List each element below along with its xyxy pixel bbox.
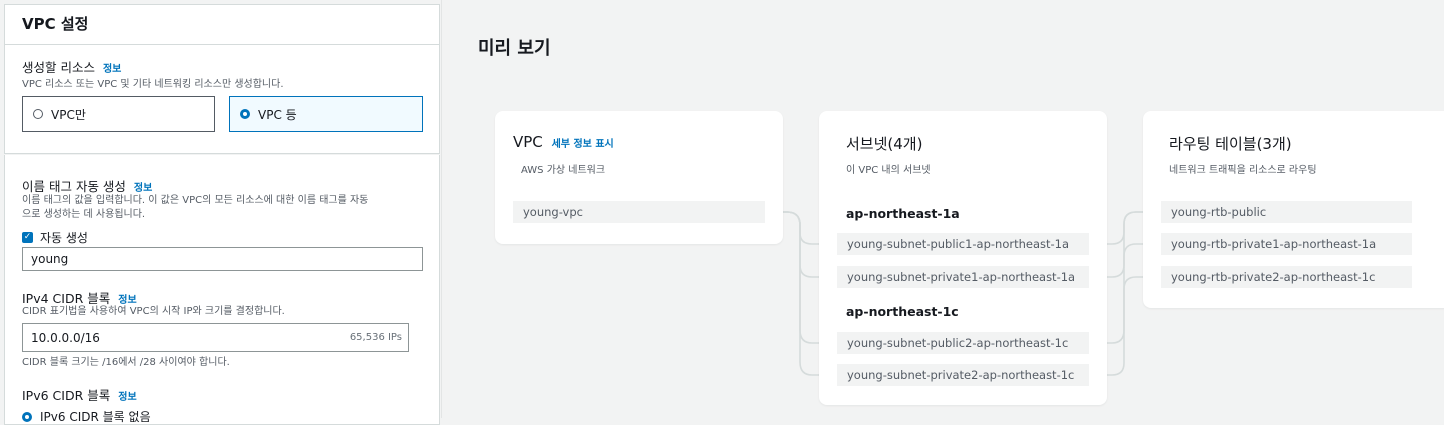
vpc-settings-title: VPC 설정 bbox=[5, 5, 439, 45]
vpc-settings-card: VPC 설정 생성할 리소스 정보 VPC 리소스 또는 VPC 및 기타 네트워… bbox=[4, 4, 440, 154]
preview-title: 미리 보기 bbox=[478, 38, 551, 59]
vpc-detail-link[interactable]: 세부 정보 표시 bbox=[551, 139, 614, 150]
preview-panel: 미리 보기 VPC 세부 정보 표시 AWS 가상 네트워크 young-vpc bbox=[441, 0, 1444, 418]
subnets-preview-card: 서브넷(4개) 이 VPC 내의 서브넷 ap-northeast-1a you… bbox=[819, 111, 1107, 405]
ipv4-label-row: IPv4 CIDR 블록 정보 bbox=[22, 288, 137, 307]
route-tables-card-subtitle: 네트워크 트래픽을 리소스로 라우팅 bbox=[1169, 165, 1317, 176]
radio-vpc-and-more-circle[interactable] bbox=[240, 109, 250, 119]
ipv4-cidr-input[interactable]: 10.0.0.0/16 65,536 IPs bbox=[22, 323, 409, 352]
radio-vpc-only-circle[interactable] bbox=[33, 109, 43, 119]
ipv6-info-link[interactable]: 정보 bbox=[118, 392, 137, 403]
vpc-card-title-row: VPC 세부 정보 표시 bbox=[513, 133, 614, 151]
name-tag-desc-line2: 으로 생성하는 데 사용됩니다. bbox=[22, 209, 146, 220]
rtb-private2-chip[interactable]: young-rtb-private2-ap-northeast-1c bbox=[1161, 266, 1412, 288]
radio-vpc-and-more[interactable]: VPC 등 bbox=[229, 96, 423, 132]
ipv6-none-radio[interactable] bbox=[22, 411, 32, 422]
line-subnet3-rtb-public bbox=[1088, 211, 1162, 344]
subnet-public1-chip[interactable]: young-subnet-public1-ap-northeast-1a bbox=[837, 233, 1089, 255]
name-tag-info-link[interactable]: 정보 bbox=[133, 183, 153, 194]
subnets-card-subtitle: 이 VPC 내의 서브넷 bbox=[846, 165, 931, 176]
route-tables-preview-card: 라우팅 테이블(3개) 네트워크 트래픽을 리소스로 라우팅 young-rtb… bbox=[1143, 111, 1444, 308]
name-tag-input[interactable]: young bbox=[22, 247, 423, 271]
subnet-private2-chip[interactable]: young-subnet-private2-ap-northeast-1c bbox=[837, 364, 1089, 386]
route-tables-card-title: 라우팅 테이블(3개) bbox=[1169, 135, 1292, 153]
ipv6-label: IPv6 CIDR 블록 bbox=[22, 388, 111, 403]
rtb-public-chip[interactable]: young-rtb-public bbox=[1161, 201, 1412, 223]
auto-generate-label: 자동 생성 bbox=[40, 231, 88, 245]
subnet-private1-chip[interactable]: young-subnet-private1-ap-northeast-1a bbox=[837, 266, 1089, 288]
connection-lines bbox=[764, 211, 1444, 376]
ipv4-label: IPv4 CIDR 블록 bbox=[22, 291, 111, 306]
auto-generate-row: ✓ 자동 생성 bbox=[22, 229, 88, 246]
name-tag-label: 이름 태그 자동 생성 bbox=[22, 179, 126, 194]
vpc-card-subtitle: AWS 가상 네트워크 bbox=[521, 165, 606, 176]
rtb-private1-chip[interactable]: young-rtb-private1-ap-northeast-1a bbox=[1161, 233, 1412, 255]
ipv4-desc: CIDR 표기법을 사용하여 VPC의 시작 IP와 크기를 결정합니다. bbox=[22, 306, 285, 317]
resources-desc: VPC 리소스 또는 VPC 및 기타 네트워킹 리소스만 생성합니다. bbox=[22, 79, 284, 90]
ipv4-info-link[interactable]: 정보 bbox=[118, 295, 137, 306]
vpc-name-chip[interactable]: young-vpc bbox=[513, 201, 765, 223]
resources-label-row: 생성할 리소스 정보 bbox=[22, 57, 121, 76]
az-1c-label: ap-northeast-1c bbox=[846, 304, 959, 319]
name-tag-label-row: 이름 태그 자동 생성 정보 bbox=[22, 176, 152, 195]
subnet-public2-chip[interactable]: young-subnet-public2-ap-northeast-1c bbox=[837, 332, 1089, 354]
vpc-card-title: VPC bbox=[513, 133, 543, 151]
ipv4-cidr-value: 10.0.0.0/16 bbox=[31, 330, 100, 345]
name-tag-desc: 이름 태그의 값을 입력합니다. 이 값은 VPC의 모든 리소스에 대한 이름… bbox=[22, 194, 368, 222]
subnets-card-title: 서브넷(4개) bbox=[846, 135, 923, 153]
az-1a-label: ap-northeast-1a bbox=[846, 206, 960, 221]
ipv4-ip-count: 65,536 IPs bbox=[349, 332, 402, 343]
radio-vpc-and-more-label: VPC 등 bbox=[258, 107, 297, 122]
line-subnet2-rtb-private1 bbox=[1088, 243, 1162, 278]
ipv4-hint: CIDR 블록 크기는 /16에서 /28 사이여야 합니다. bbox=[22, 357, 230, 368]
ipv6-none-option[interactable]: IPv6 CIDR 블록 없음 bbox=[22, 408, 151, 425]
resources-label: 생성할 리소스 bbox=[22, 60, 95, 75]
line-subnet4-rtb-private2 bbox=[1088, 276, 1162, 376]
radio-vpc-only-label: VPC만 bbox=[51, 107, 86, 122]
auto-generate-checkbox[interactable]: ✓ bbox=[22, 232, 33, 243]
name-tag-desc-line1: 이름 태그의 값을 입력합니다. 이 값은 VPC의 모든 리소스에 대한 이름… bbox=[22, 195, 369, 206]
vpc-preview-card: VPC 세부 정보 표시 AWS 가상 네트워크 young-vpc bbox=[495, 111, 783, 244]
radio-vpc-only[interactable]: VPC만 bbox=[22, 96, 215, 132]
ipv6-label-row: IPv6 CIDR 블록 정보 bbox=[22, 385, 137, 404]
resources-info-link[interactable]: 정보 bbox=[102, 64, 122, 75]
ipv6-none-label: IPv6 CIDR 블록 없음 bbox=[40, 410, 151, 424]
line-vpc-subnet4 bbox=[764, 211, 842, 376]
